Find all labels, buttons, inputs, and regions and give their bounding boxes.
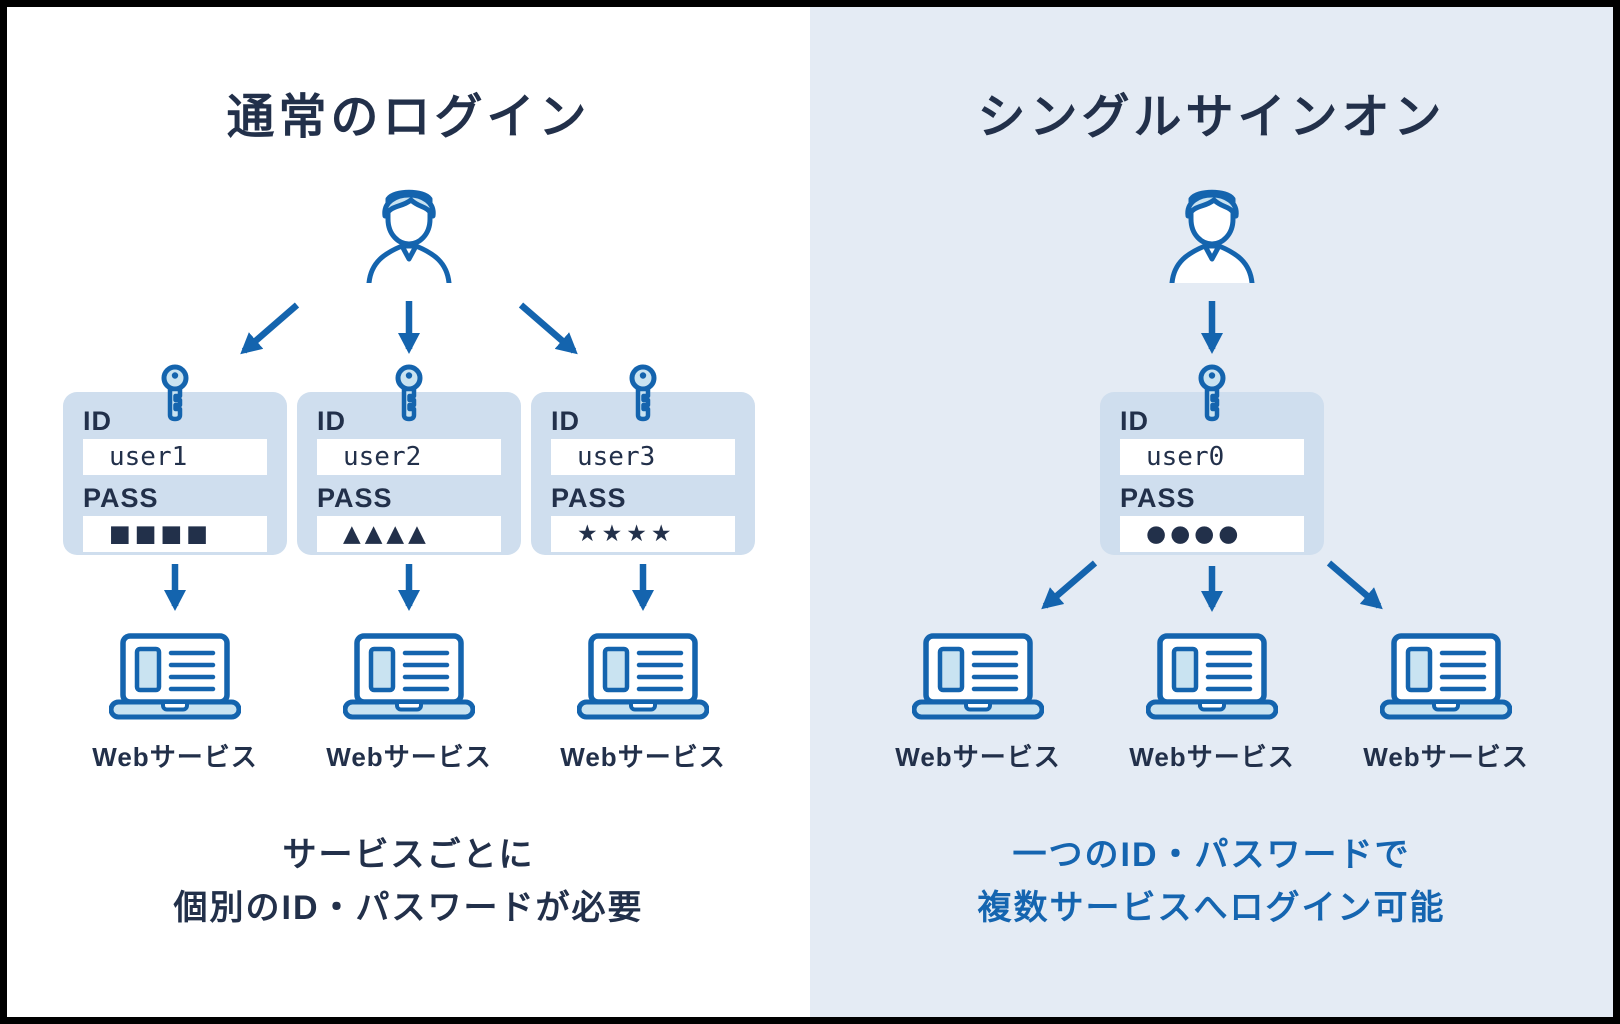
id-label: ID [317, 406, 346, 436]
pass-field: ▲▲▲▲ [317, 516, 501, 552]
user-icon [361, 183, 457, 287]
pass-label: PASS [317, 483, 393, 513]
web-service-icon [576, 633, 710, 726]
service-label: Webサービス [895, 742, 1061, 772]
credential-card: ID user2 PASS ▲▲▲▲ [297, 364, 521, 555]
id-field: user3 [551, 439, 735, 475]
arrows-person-to-cards [240, 301, 578, 355]
pass-field: ●●●● [1120, 516, 1304, 552]
diagram-frame: 通常のログイン ID user1 PASS ■■■■ [7, 7, 1613, 1017]
panel-caption: 一つのID・パスワードで 複数サービスへログイン可能 [810, 829, 1613, 935]
service-label: Webサービス [92, 742, 258, 772]
panel-normal-login: 通常のログイン ID user1 PASS ■■■■ [7, 7, 810, 1017]
web-service-icon [342, 633, 476, 726]
id-label: ID [83, 406, 112, 436]
id-field: user1 [83, 439, 267, 475]
arrows-cards-to-services [164, 564, 654, 611]
pass-label: PASS [551, 483, 627, 513]
panel-title: シングルサインオン [977, 91, 1446, 144]
credential-card: ID user0 PASS ●●●● [1100, 364, 1324, 555]
pass-field: ■■■■ [83, 516, 267, 552]
web-service-icon [108, 633, 242, 726]
panel-sso: シングルサインオン ID user0 PASS ●●●● [810, 7, 1613, 1017]
service-label: Webサービス [326, 742, 492, 772]
id-label: ID [551, 406, 580, 436]
key-icon [161, 364, 189, 422]
arrow-person-to-card [1201, 301, 1223, 354]
credential-card: ID user3 PASS ★★★★ [531, 364, 755, 555]
id-label: ID [1120, 406, 1149, 436]
key-icon [1198, 364, 1226, 422]
pass-label: PASS [83, 483, 159, 513]
caption-line-2: 複数サービスへログイン可能 [977, 889, 1446, 927]
id-field: user0 [1120, 439, 1304, 475]
web-service-icon [1379, 633, 1513, 726]
key-icon [395, 364, 423, 422]
credential-card: ID user1 PASS ■■■■ [63, 364, 287, 555]
key-icon [629, 364, 657, 422]
user-icon [1164, 183, 1260, 287]
web-service-icon [911, 633, 1045, 726]
id-field: user2 [317, 439, 501, 475]
caption-line-1: 一つのID・パスワードで [1012, 836, 1411, 874]
pass-field: ★★★★ [551, 516, 735, 552]
caption-line-1: サービスごとに [282, 836, 535, 874]
arrows-card-to-services [1041, 560, 1383, 612]
web-service-icon [1145, 633, 1279, 726]
panel-title: 通常のログイン [226, 91, 591, 144]
service-label: Webサービス [560, 742, 726, 772]
panel-caption: サービスごとに 個別のID・パスワードが必要 [7, 829, 810, 935]
caption-line-2: 個別のID・パスワードが必要 [173, 889, 644, 927]
service-label: Webサービス [1129, 742, 1295, 772]
pass-label: PASS [1120, 483, 1196, 513]
service-label: Webサービス [1363, 742, 1529, 772]
